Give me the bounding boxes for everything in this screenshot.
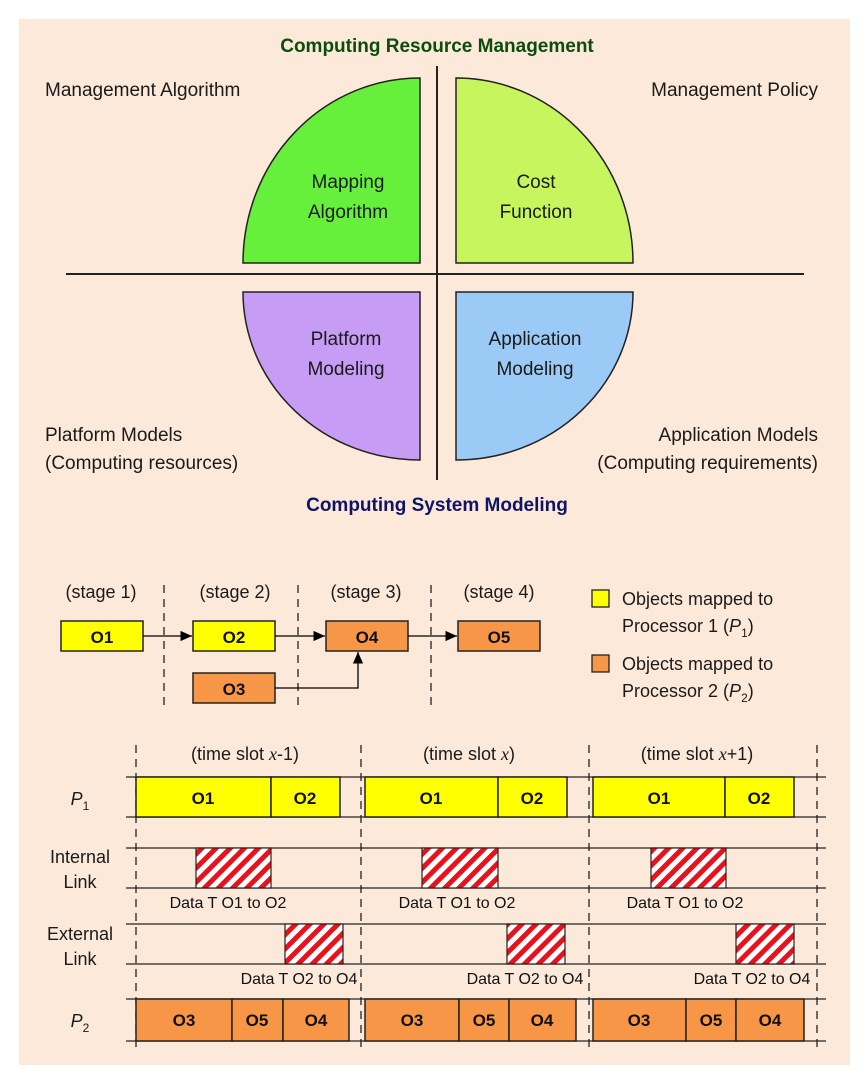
node-o4 bbox=[325, 620, 409, 652]
slot2-p1-o1 bbox=[364, 776, 499, 818]
row-label-link-internal: Link bbox=[63, 872, 97, 892]
quadrant-cost-function bbox=[455, 77, 634, 264]
slot3-p2-o3 bbox=[592, 998, 687, 1042]
slot3-internal-label: Data T O1 to O2 bbox=[627, 895, 744, 912]
slot1-p2-o4 bbox=[282, 998, 350, 1042]
node-o1-label: O1 bbox=[91, 628, 114, 647]
slot2-external-transfer bbox=[506, 923, 566, 965]
node-o4-label: O4 bbox=[356, 628, 379, 647]
slot3-external-transfer bbox=[735, 923, 795, 965]
slot1-p1-o2-label: O2 bbox=[294, 789, 317, 808]
slot3-p2-o5 bbox=[685, 998, 737, 1042]
legend-p1-line2: Processor 1 (P1) bbox=[622, 616, 754, 640]
label-platform-models: Platform Models bbox=[45, 425, 182, 446]
legend-p2-line2: Processor 2 (P2) bbox=[622, 681, 754, 705]
label-management-policy: Management Policy bbox=[651, 80, 818, 101]
slot3-p2-o3-label: O3 bbox=[628, 1011, 651, 1030]
stage-label-4: (stage 4) bbox=[463, 582, 534, 602]
slot2-p1-o1-label: O1 bbox=[420, 789, 443, 808]
slot1-p2-o3 bbox=[135, 998, 233, 1042]
slot2-internal-label: Data T O1 to O2 bbox=[399, 895, 516, 912]
quadrant-label-platform-modeling: Modeling bbox=[307, 359, 384, 380]
quadrant-platform-modeling bbox=[242, 291, 421, 461]
quadrant-label-platform: Platform bbox=[311, 329, 382, 350]
node-o3-label: O3 bbox=[223, 680, 246, 699]
legend-swatch-p1 bbox=[591, 589, 610, 608]
slot2-p1-o2-label: O2 bbox=[521, 789, 544, 808]
row-label-link-external: Link bbox=[63, 949, 97, 969]
node-o2 bbox=[192, 620, 276, 652]
row-label-internal: Internal bbox=[50, 847, 110, 867]
slot1-internal-label: Data T O1 to O2 bbox=[170, 895, 287, 912]
arrow-o3-o4 bbox=[275, 652, 364, 689]
quadrant-label-cost: Cost bbox=[516, 172, 556, 193]
row-label-external: External bbox=[47, 924, 113, 944]
quadrant-label-mapping: Mapping bbox=[312, 172, 385, 193]
stage-label-2: (stage 2) bbox=[199, 582, 270, 602]
slot3-internal-transfer bbox=[650, 847, 727, 889]
time-slot-label-1: (time slot x-1) bbox=[191, 744, 299, 764]
node-o2-label: O2 bbox=[223, 628, 246, 647]
label-application-models: Application Models bbox=[659, 425, 818, 446]
time-slot-label-2: (time slot x) bbox=[423, 744, 515, 764]
slot2-internal-transfer bbox=[421, 847, 499, 889]
slot3-p1-o2 bbox=[724, 776, 795, 818]
slot1-p2-o4-label: O4 bbox=[305, 1011, 328, 1030]
quadrant-label-algorithm: Algorithm bbox=[308, 202, 388, 223]
slot1-external-label: Data T O2 to O4 bbox=[241, 971, 358, 988]
legend-p2-line1: Objects mapped to bbox=[622, 654, 773, 674]
slot1-p2-o5-label: O5 bbox=[246, 1011, 269, 1030]
quadrant-label-application-modeling: Modeling bbox=[496, 359, 573, 380]
stage-label-1: (stage 1) bbox=[65, 582, 136, 602]
legend-swatch-p2 bbox=[591, 654, 610, 673]
stage-label-3: (stage 3) bbox=[330, 582, 401, 602]
slot3-p1-o1 bbox=[592, 776, 726, 818]
slot1-p1-o1 bbox=[135, 776, 272, 818]
label-computing-requirements: (Computing requirements) bbox=[597, 453, 818, 474]
slot2-external-label: Data T O2 to O4 bbox=[467, 971, 584, 988]
slot3-p2-o4 bbox=[735, 998, 805, 1042]
quadrant-mapping-algorithm bbox=[242, 77, 421, 264]
top-title: Computing Resource Management bbox=[280, 36, 594, 57]
slot3-p2-o5-label: O5 bbox=[700, 1011, 723, 1030]
slot3-p1-o2-label: O2 bbox=[748, 789, 771, 808]
slot3-external-label: Data T O2 to O4 bbox=[694, 971, 811, 988]
slot3-p2-o4-label: O4 bbox=[759, 1011, 782, 1030]
slot1-p1-o1-label: O1 bbox=[192, 789, 215, 808]
slot1-internal-transfer bbox=[195, 847, 272, 889]
slot1-p2-o5 bbox=[231, 998, 284, 1042]
quadrant-application-modeling bbox=[455, 291, 634, 461]
node-o3 bbox=[192, 672, 276, 704]
slot2-p2-o4-label: O4 bbox=[531, 1011, 554, 1030]
row-label-p1: P1 bbox=[71, 789, 90, 813]
slot2-p2-o5 bbox=[458, 998, 510, 1042]
bottom-title: Computing System Modeling bbox=[306, 495, 568, 516]
slot3-p1-o1-label: O1 bbox=[648, 789, 671, 808]
node-o5-label: O5 bbox=[488, 628, 511, 647]
node-o5 bbox=[457, 620, 541, 652]
quadrant-label-function: Function bbox=[500, 202, 573, 223]
slot2-p2-o3-label: O3 bbox=[401, 1011, 424, 1030]
quadrant-label-application: Application bbox=[489, 329, 582, 350]
time-slot-label-3: (time slot x+1) bbox=[641, 744, 754, 764]
label-management-algorithm: Management Algorithm bbox=[45, 80, 240, 101]
background-panel bbox=[19, 19, 850, 1065]
slot2-p1-o2 bbox=[497, 776, 568, 818]
slot1-p2-o3-label: O3 bbox=[173, 1011, 196, 1030]
node-o1 bbox=[60, 620, 144, 652]
row-label-p2: P2 bbox=[71, 1011, 90, 1035]
legend-p1-line1: Objects mapped to bbox=[622, 589, 773, 609]
label-computing-resources: (Computing resources) bbox=[45, 453, 238, 474]
slot1-p1-o2 bbox=[270, 776, 341, 818]
slot1-external-transfer bbox=[284, 923, 344, 965]
slot2-p2-o5-label: O5 bbox=[473, 1011, 496, 1030]
slot2-p2-o4 bbox=[508, 998, 577, 1042]
